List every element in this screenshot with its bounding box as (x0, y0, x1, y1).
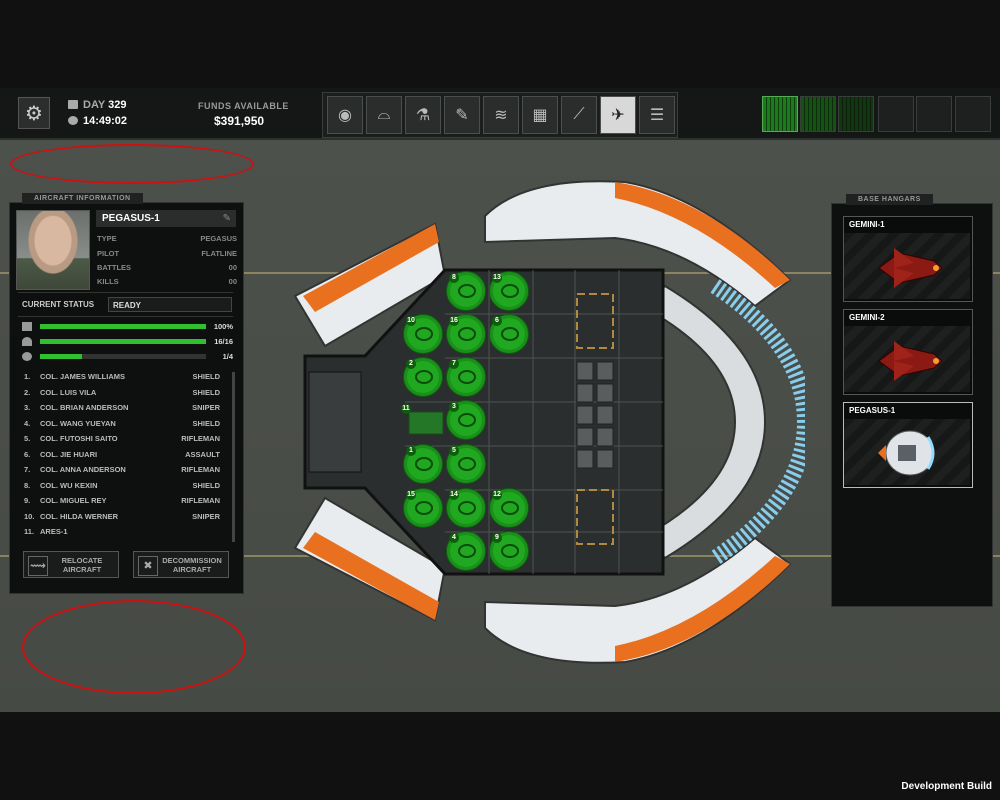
grid-view-1-icon[interactable] (762, 96, 798, 132)
crew-seat[interactable]: 1 (403, 444, 443, 484)
rifle-icon[interactable]: ⟋ (561, 96, 597, 134)
hangar-slot-gemini-2[interactable]: GEMINI-2 (843, 309, 973, 395)
crew-value: 16/16 (214, 337, 233, 346)
aircraft-icon[interactable]: ✈ (600, 96, 636, 134)
fuel-value: 100% (213, 322, 233, 331)
crew-bar-fill (40, 339, 206, 344)
fuel-icon (22, 322, 32, 331)
rank-chevron-icon[interactable]: ≋ (483, 96, 519, 134)
grid-view-3-icon[interactable] (838, 96, 874, 132)
crew-seat[interactable]: 5 (446, 444, 486, 484)
gemini-aircraft-icon (878, 341, 943, 381)
crew-seat[interactable]: 8 (446, 271, 486, 311)
wrench-icon[interactable]: ✎ (444, 96, 480, 134)
aircraft-name: PEGASUS-1✎ (96, 210, 236, 227)
crew-list-item[interactable]: 11.ARES-1 (24, 527, 68, 536)
development-build-label: Development Build (901, 781, 992, 792)
hangar-slot-pegasus-1[interactable]: PEGASUS-1 (843, 402, 973, 488)
edit-pencil-icon[interactable]: ✎ (222, 213, 231, 224)
base-hangars-title: BASE HANGARS (846, 194, 933, 205)
crates-icon[interactable]: ▦ (522, 96, 558, 134)
equipment-bar (40, 354, 206, 359)
crew-seat[interactable]: 4 (446, 531, 486, 571)
crew-seat[interactable]: 13 (489, 271, 529, 311)
crew-seat[interactable]: 6 (489, 314, 529, 354)
game-clock: 14:49:02 (68, 115, 127, 127)
decommission-aircraft-button[interactable]: ✖DECOMMISSION AIRCRAFT (133, 551, 229, 578)
crew-seat[interactable]: 7 (446, 357, 486, 397)
day-value: 329 (108, 99, 127, 111)
microscope-icon[interactable]: ⚗ (405, 96, 441, 134)
globe-icon[interactable]: ◉ (327, 96, 363, 134)
status-label: CURRENT STATUS (22, 300, 95, 309)
divider (18, 316, 233, 317)
crew-list-scrollbar[interactable] (232, 372, 235, 542)
decommission-icon: ✖ (138, 556, 158, 576)
aircraft-info-title: AIRCRAFT INFORMATION (22, 193, 143, 204)
annotation-ellipse (10, 144, 254, 184)
funds-label: FUNDS AVAILABLE (198, 101, 289, 111)
relocate-aircraft-button[interactable]: ⟿RELOCATE AIRCRAFT (23, 551, 119, 578)
equipment-value: 1/4 (222, 352, 233, 361)
equipment-icon (22, 352, 32, 361)
crew-seat[interactable]: 2 (403, 357, 443, 397)
aircraft-schematic (293, 180, 805, 664)
annotation-ellipse (22, 600, 246, 694)
pegasus-aircraft-icon (878, 430, 935, 476)
crew-seat[interactable]: 12 (489, 488, 529, 528)
equipment-slot-number: 11 (401, 404, 411, 414)
grid-view-2-icon[interactable] (800, 96, 836, 132)
empty-slot-button[interactable] (878, 96, 914, 132)
equipment-bar-fill (40, 354, 82, 359)
divider (18, 292, 233, 293)
relocate-icon: ⟿ (28, 556, 48, 576)
empty-slot-button[interactable] (916, 96, 952, 132)
fuel-bar-fill (40, 324, 206, 329)
crew-seat[interactable]: 14 (446, 488, 486, 528)
crew-seat[interactable]: 10 (403, 314, 443, 354)
crew-seat[interactable]: 9 (489, 531, 529, 571)
fuel-bar (40, 324, 206, 329)
crew-bar (40, 339, 206, 344)
gemini-aircraft-icon (878, 248, 943, 288)
clock-icon (68, 116, 78, 125)
funds-value: $391,950 (214, 114, 265, 128)
crew-icon (22, 337, 32, 346)
calendar-icon (68, 100, 78, 109)
settings-gear-icon[interactable]: ⚙ (18, 97, 50, 129)
status-value: READY (108, 297, 232, 312)
pilot-portrait (16, 210, 90, 290)
hangar-slot-gemini-1[interactable]: GEMINI-1 (843, 216, 973, 302)
cabinet-icon[interactable]: ☰ (639, 96, 675, 134)
hangar-dome-icon[interactable]: ⌓ (366, 96, 402, 134)
empty-slot-button[interactable] (955, 96, 991, 132)
day-counter: DAY 329 (68, 99, 126, 111)
crew-seat[interactable]: 3 (446, 400, 486, 440)
crew-seat[interactable]: 16 (446, 314, 486, 354)
crew-seat[interactable]: 15 (403, 488, 443, 528)
